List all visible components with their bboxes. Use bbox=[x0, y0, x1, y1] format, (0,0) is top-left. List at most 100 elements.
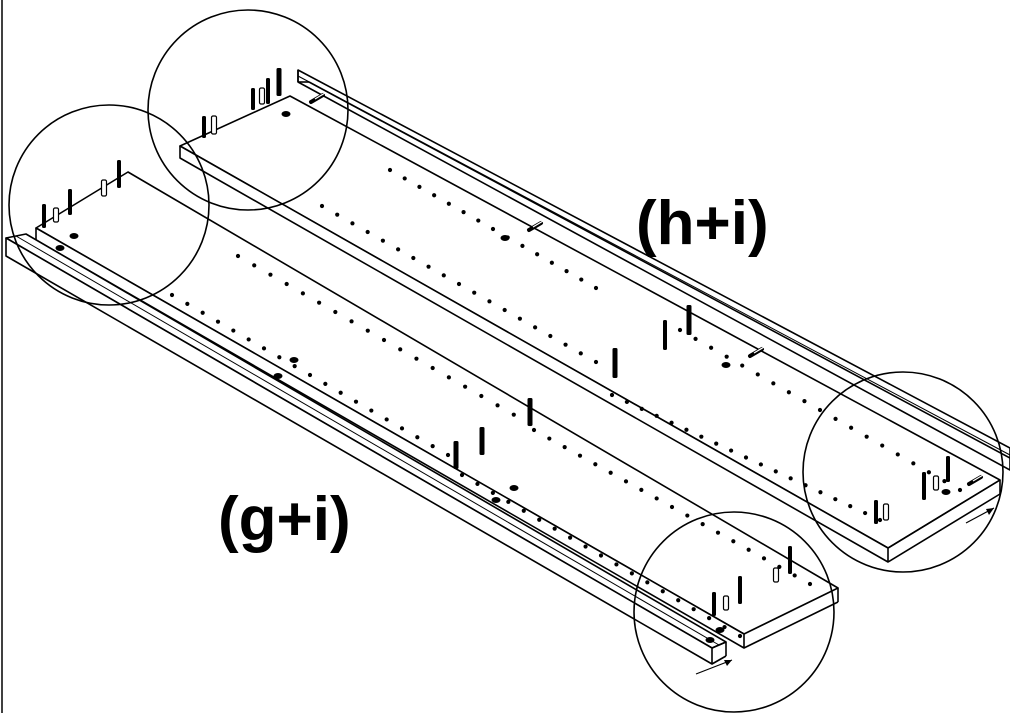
dowel bbox=[612, 348, 618, 378]
hole bbox=[676, 598, 681, 603]
hole bbox=[426, 264, 431, 269]
hole bbox=[608, 470, 613, 475]
hole bbox=[430, 444, 435, 449]
hole bbox=[691, 607, 696, 612]
dowel bbox=[251, 88, 255, 110]
dowel bbox=[663, 320, 667, 350]
hole bbox=[740, 363, 745, 368]
hole bbox=[463, 384, 468, 389]
hole bbox=[623, 479, 629, 484]
hole bbox=[624, 399, 629, 405]
hole bbox=[942, 479, 947, 484]
hole bbox=[817, 407, 823, 413]
dowel bbox=[527, 398, 533, 426]
hole bbox=[411, 255, 416, 261]
dowel bbox=[946, 456, 950, 482]
hole bbox=[490, 490, 495, 495]
hole bbox=[895, 452, 900, 457]
dowel bbox=[712, 592, 716, 616]
hole bbox=[548, 333, 553, 339]
hole bbox=[169, 292, 175, 298]
hole bbox=[475, 481, 480, 487]
cam-bolt bbox=[210, 115, 218, 135]
hole bbox=[609, 392, 615, 398]
hole bbox=[338, 390, 343, 395]
cam-lock-hole bbox=[715, 627, 725, 633]
hole bbox=[446, 375, 451, 380]
hole bbox=[707, 616, 712, 621]
label-upper-pair: (h+i) bbox=[636, 189, 769, 258]
hole bbox=[521, 508, 526, 513]
hole bbox=[456, 281, 462, 287]
hole bbox=[350, 221, 355, 226]
hole bbox=[564, 269, 569, 274]
hole bbox=[277, 355, 282, 360]
hole bbox=[654, 496, 659, 501]
rail-dowel-highlight bbox=[972, 474, 984, 482]
hole bbox=[235, 253, 241, 259]
hole bbox=[381, 337, 387, 343]
hole bbox=[517, 316, 522, 321]
hole bbox=[490, 226, 496, 232]
hole bbox=[849, 425, 854, 430]
hole bbox=[911, 461, 916, 466]
hole bbox=[511, 412, 516, 417]
hole bbox=[319, 203, 325, 209]
hole bbox=[807, 581, 813, 587]
hole bbox=[848, 504, 853, 509]
hole bbox=[399, 426, 405, 431]
hole bbox=[365, 229, 370, 235]
cam-bolt bbox=[932, 475, 940, 491]
upper-rail bbox=[297, 69, 1010, 471]
hole bbox=[577, 453, 583, 458]
dowel bbox=[68, 189, 72, 215]
hole bbox=[552, 526, 557, 531]
hole bbox=[231, 328, 236, 333]
hole bbox=[252, 263, 257, 268]
dowel bbox=[738, 576, 742, 604]
upper-panel bbox=[179, 95, 1001, 563]
hole bbox=[579, 277, 584, 282]
hole bbox=[533, 325, 538, 330]
hole bbox=[387, 167, 393, 173]
dowel bbox=[686, 305, 692, 335]
direction-arrow-upper bbox=[965, 507, 995, 524]
dowel bbox=[42, 204, 46, 228]
dowel bbox=[266, 78, 270, 104]
hole bbox=[215, 319, 221, 324]
hole bbox=[568, 535, 573, 540]
hole bbox=[384, 417, 389, 422]
cam-bolt bbox=[100, 179, 108, 197]
hole bbox=[598, 553, 604, 558]
cam-bolt bbox=[772, 567, 780, 583]
hole bbox=[495, 403, 500, 408]
dowel bbox=[453, 441, 459, 469]
hole bbox=[583, 544, 588, 549]
hole bbox=[502, 307, 507, 313]
hole bbox=[317, 300, 322, 305]
hole bbox=[445, 452, 451, 458]
hole bbox=[520, 243, 525, 248]
hole bbox=[645, 580, 650, 585]
hole bbox=[563, 342, 568, 347]
cam-lock-hole bbox=[289, 357, 299, 363]
dowel bbox=[479, 427, 485, 455]
hole bbox=[755, 372, 760, 377]
hole bbox=[743, 455, 749, 460]
label-lower-pair: (g+i) bbox=[218, 485, 351, 554]
hole bbox=[531, 427, 537, 433]
cam-lock-hole bbox=[509, 485, 519, 491]
hole bbox=[729, 448, 734, 453]
hole bbox=[268, 272, 273, 277]
hole bbox=[349, 319, 354, 324]
hole bbox=[593, 462, 598, 467]
dowel bbox=[922, 472, 926, 500]
hole bbox=[578, 351, 583, 356]
hole bbox=[414, 356, 419, 361]
hole bbox=[549, 260, 554, 265]
hole bbox=[700, 522, 705, 527]
cam-bolt bbox=[258, 87, 266, 105]
hole bbox=[593, 285, 599, 291]
hole bbox=[300, 291, 305, 296]
